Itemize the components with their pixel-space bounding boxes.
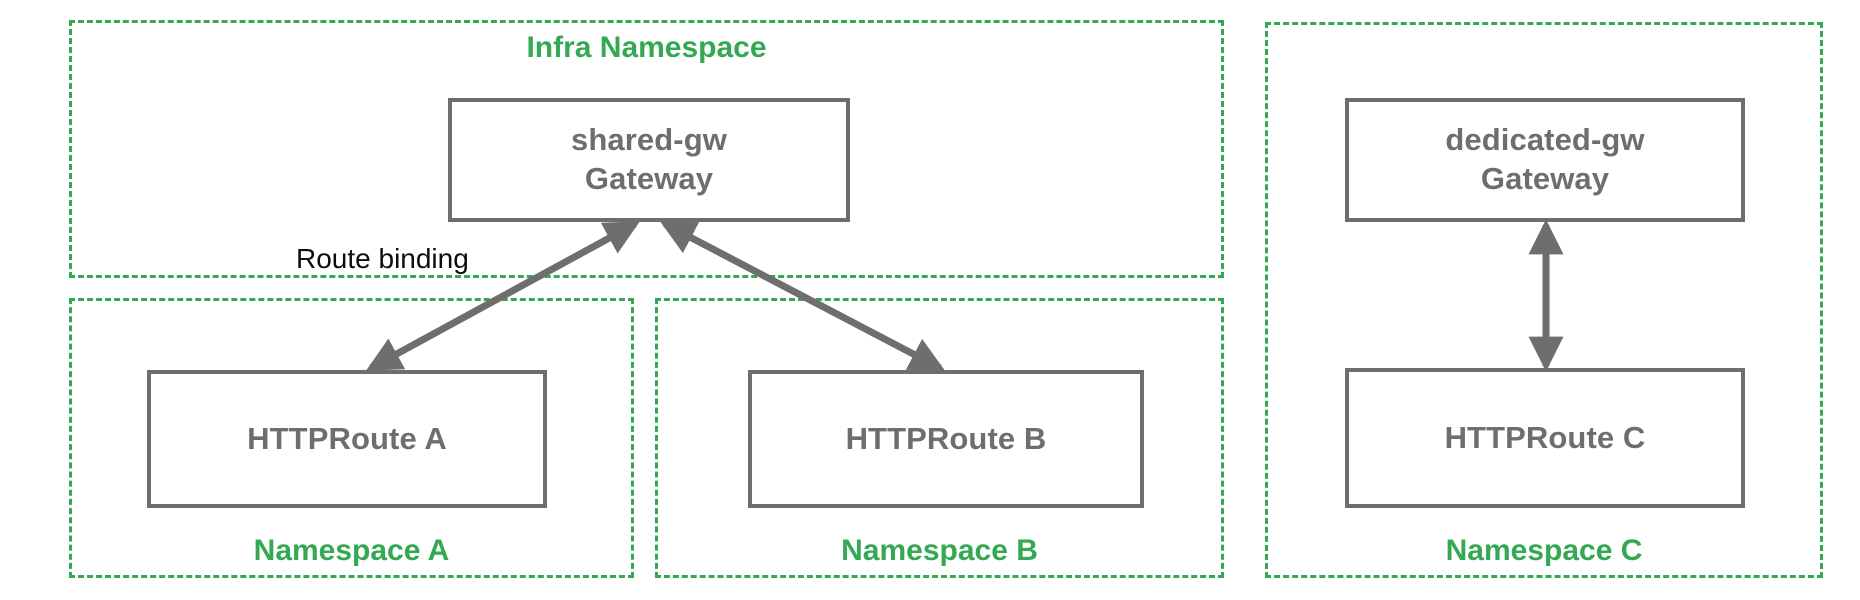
node-shared-gw-kind: Gateway: [584, 161, 714, 196]
node-httproute-b-name: HTTPRoute B: [845, 420, 1047, 456]
namespace-infra-container: [69, 20, 1224, 278]
namespace-c-container: [1265, 22, 1823, 578]
node-httproute-a-name: HTTPRoute A: [247, 420, 447, 456]
edge-label-route-binding: Route binding: [296, 243, 469, 274]
namespace-b-label: Namespace B: [841, 534, 1038, 567]
node-shared-gw-gateway[interactable]: shared-gw Gateway: [448, 98, 850, 222]
node-dedicated-gw-kind: Gateway: [1480, 161, 1610, 196]
node-dedicated-gw-name: dedicated-gw: [1445, 122, 1645, 158]
node-httproute-c[interactable]: HTTPRoute C: [1345, 368, 1745, 508]
node-httproute-a[interactable]: HTTPRoute A: [147, 370, 547, 508]
namespace-a-label: Namespace A: [253, 534, 450, 567]
node-httproute-b[interactable]: HTTPRoute B: [748, 370, 1144, 508]
namespace-a-container: [69, 298, 634, 578]
node-dedicated-gw-gateway[interactable]: dedicated-gw Gateway: [1345, 98, 1745, 222]
node-shared-gw-name: shared-gw: [571, 122, 727, 158]
node-httproute-c-name: HTTPRoute C: [1444, 419, 1646, 455]
namespace-infra-label: Infra Namespace: [526, 31, 767, 64]
namespace-c-label: Namespace C: [1445, 534, 1643, 567]
